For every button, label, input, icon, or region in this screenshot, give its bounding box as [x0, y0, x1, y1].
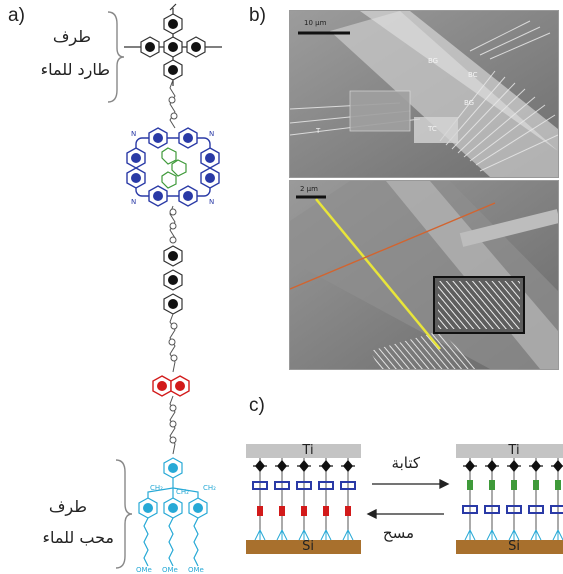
upper-chain: [168, 79, 178, 129]
top-brace: [107, 11, 125, 103]
micrograph-top-image: [290, 11, 558, 177]
si-electrode-right: [456, 540, 563, 554]
ch2-label-2: CH₂: [176, 488, 189, 496]
stopper-rings: [140, 13, 206, 81]
ome-label-2: OMe: [162, 566, 178, 574]
left-molecule-5: [340, 458, 356, 541]
top-scale-label: 10 μm: [304, 19, 327, 27]
left-molecule-4: [318, 458, 334, 541]
left-molecule-1: [252, 458, 268, 541]
panel-c-label: c): [249, 395, 265, 416]
molecules-left: [252, 458, 356, 541]
si-label-left: Si: [302, 539, 314, 554]
panel-b-label: b): [249, 5, 266, 26]
n-label-1: N: [131, 130, 136, 138]
right-molecule-1: [462, 458, 478, 541]
ti-electrode-left: [246, 444, 361, 458]
micrograph-bottom: 2 μm: [289, 180, 559, 370]
left-molecule-2: [274, 458, 290, 541]
molecules-right: [462, 458, 563, 541]
middle-chain: [169, 205, 177, 244]
panel-a-label: a): [8, 5, 25, 26]
bg-left-label: BG: [428, 57, 439, 65]
ome-label-1: OMe: [136, 566, 152, 574]
black-dnp-station: [163, 245, 183, 315]
ome-label-3: OMe: [188, 566, 204, 574]
top-terminal-label-line2: طارد للماء: [40, 60, 110, 79]
bottom-terminal-label-line2: محب للماء: [42, 528, 114, 547]
ti-electrode-right: [456, 444, 563, 458]
right-molecule-2: [484, 458, 500, 541]
crossbar-schematic: [246, 444, 563, 554]
write-label: كتابة: [391, 454, 420, 472]
ti-label-left: Ti: [302, 443, 314, 458]
micrograph-bottom-image: [290, 181, 558, 369]
erase-label: مسح: [382, 524, 414, 542]
n-label-2: N: [209, 130, 214, 138]
bottom-brace: [115, 459, 133, 569]
bottom-terminal-label-line1: طرف: [48, 497, 87, 516]
right-molecule-4: [528, 458, 544, 541]
ch2-label-3: CH₂: [203, 484, 216, 492]
bottom-scale-label: 2 μm: [300, 185, 318, 193]
left-molecule-3: [296, 458, 312, 541]
bottom-chain: [169, 395, 177, 455]
green-ttf-unit: [161, 147, 187, 189]
bg-right-label: BG: [464, 99, 475, 107]
si-label-right: Si: [508, 539, 520, 554]
right-molecule-3: [506, 458, 522, 541]
micrograph-top: 10 μm BG BC BG T TC: [289, 10, 559, 178]
lower-chain: [168, 313, 178, 373]
red-naphthalene-unit: [152, 375, 190, 397]
bc-label: BC: [468, 71, 478, 79]
tc-label: TC: [428, 125, 437, 133]
blue-macrocycle: [126, 127, 220, 207]
t-label: T: [316, 127, 321, 135]
molecular-structure: N N N N: [124, 3, 222, 574]
n-label-4: N: [209, 198, 214, 206]
si-electrode-left: [246, 540, 361, 554]
n-label-3: N: [131, 198, 136, 206]
ch2-label-1: CH₂: [150, 484, 163, 492]
right-molecule-5: [550, 458, 563, 541]
top-terminal-label-line1: طرف: [52, 27, 91, 46]
ti-label-right: Ti: [508, 443, 520, 458]
